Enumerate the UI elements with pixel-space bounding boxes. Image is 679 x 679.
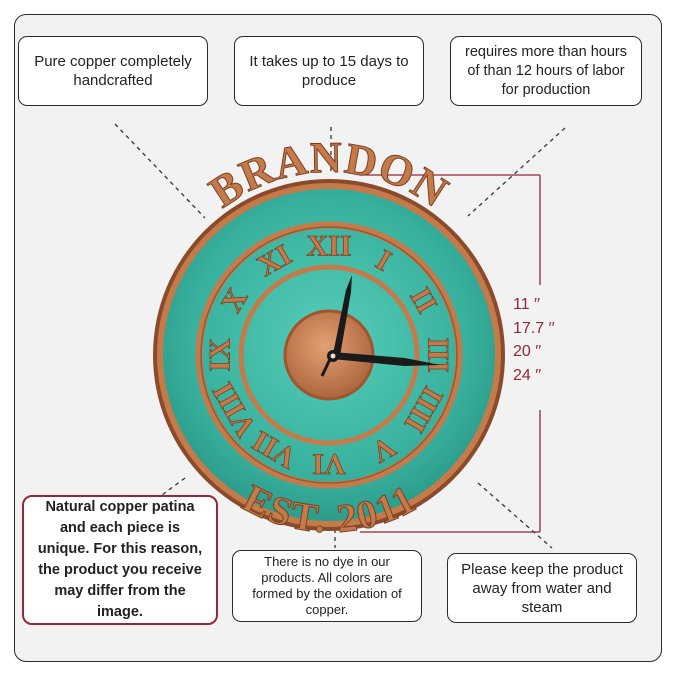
size-option: 20 ′′ bbox=[513, 343, 542, 360]
roman-numeral: IX bbox=[204, 338, 237, 372]
roman-numeral: VI bbox=[312, 448, 345, 481]
size-option: 11 ′′ bbox=[513, 296, 541, 313]
size-option: 24 ′′ bbox=[513, 366, 542, 384]
size-option: 17.7 ′′ bbox=[513, 319, 555, 337]
size-options: 11 ′′ 17.7 ′′ 20 ′′ 24 ′′ bbox=[513, 293, 593, 387]
roman-numeral: XII bbox=[306, 230, 351, 263]
roman-numeral: III bbox=[422, 337, 455, 372]
clock-hands bbox=[320, 275, 440, 377]
size-dimension-bracket bbox=[360, 174, 541, 533]
